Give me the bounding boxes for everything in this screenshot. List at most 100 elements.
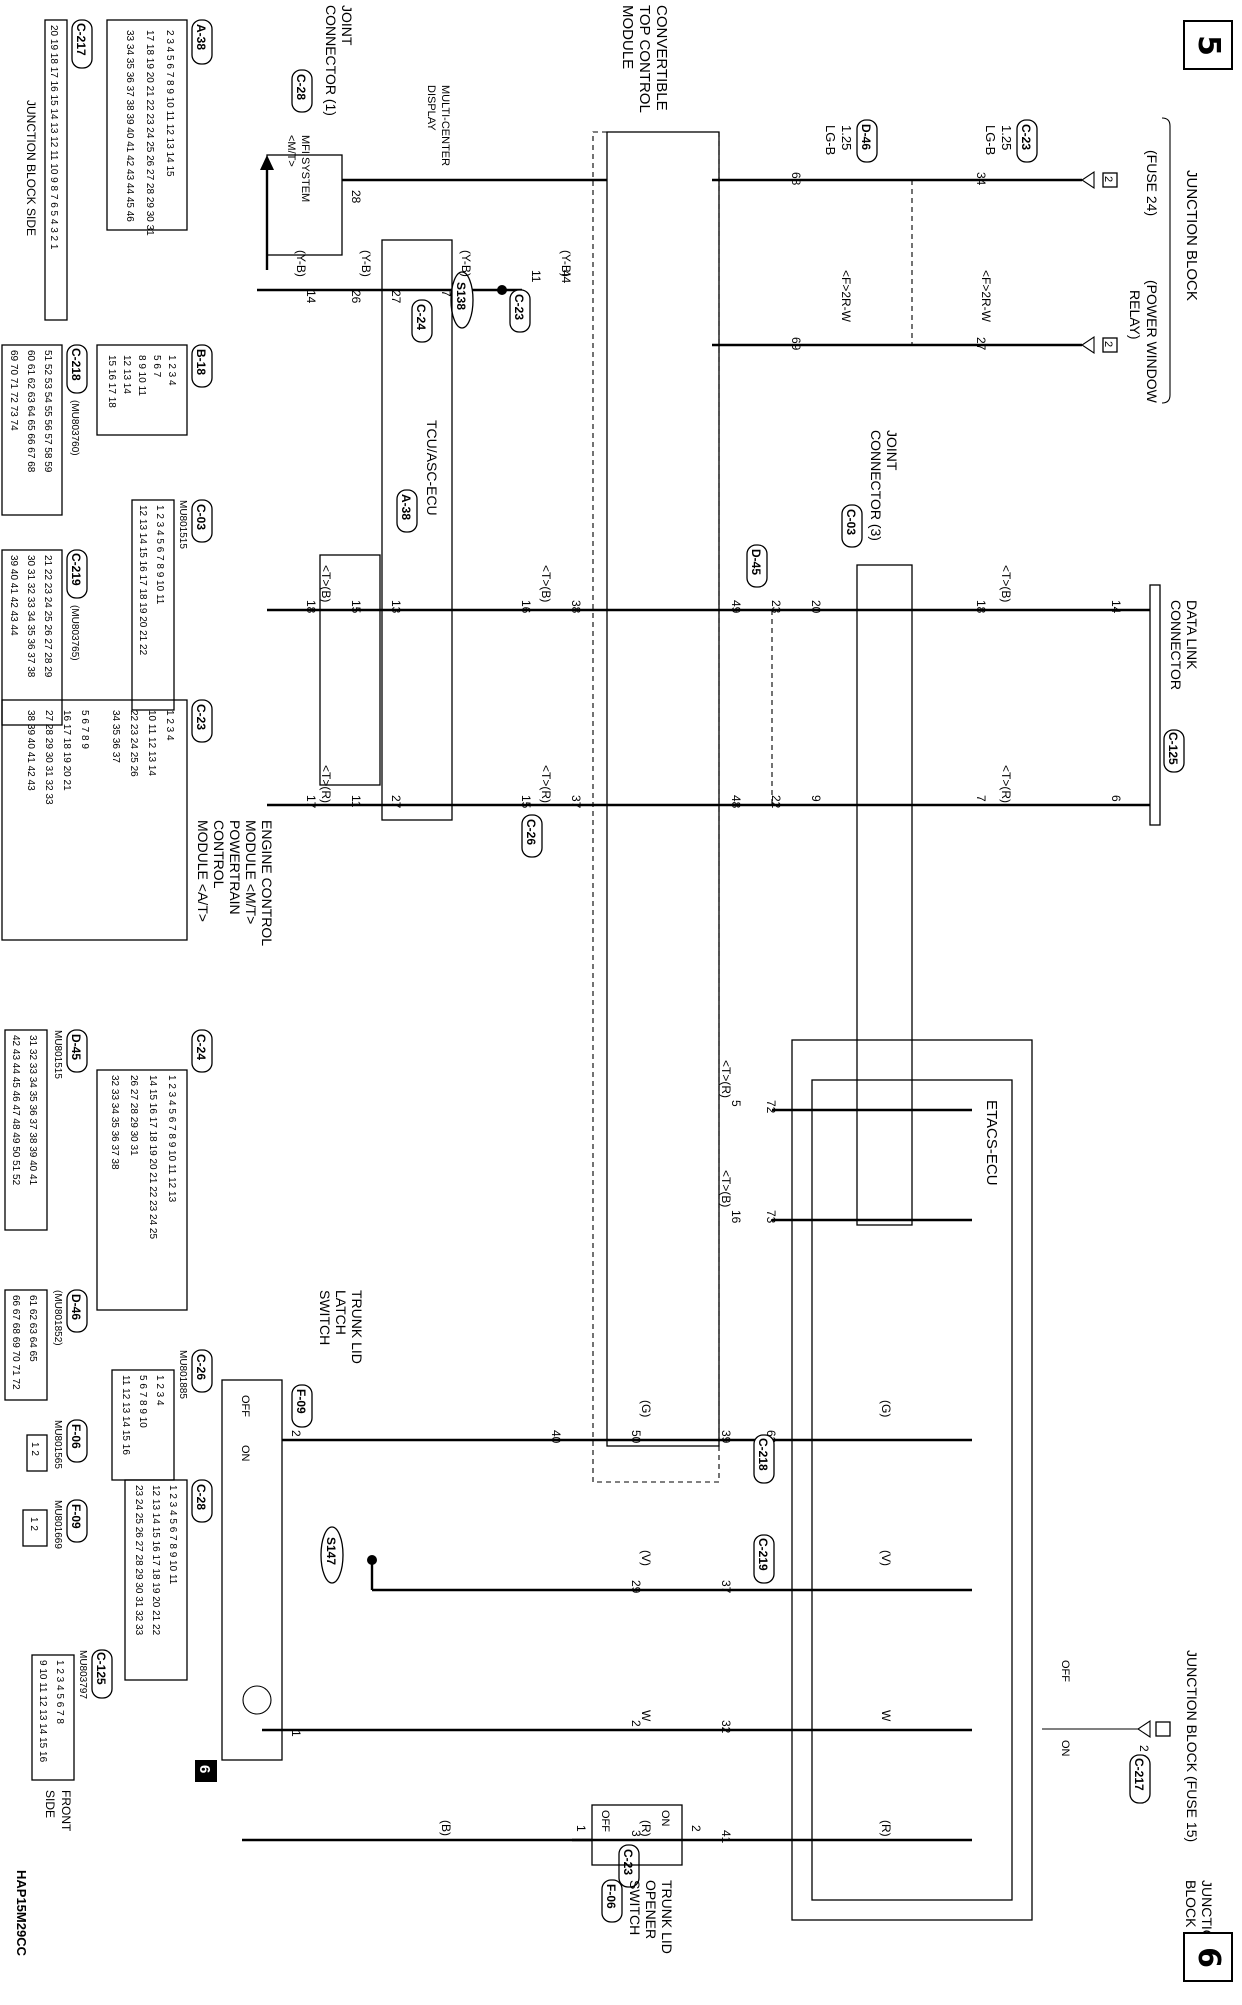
c219-row-2: 30 31 32 33 34 35 36 37 38 bbox=[25, 555, 36, 678]
b18-row-5: 15 16 17 18 bbox=[106, 355, 117, 408]
fuse-box-left bbox=[1102, 172, 1118, 188]
splice-s138 bbox=[450, 271, 474, 329]
c23-row-3: 22 23 24 25 26 bbox=[128, 710, 139, 777]
wire-tr-a: <T>(R) bbox=[999, 765, 1013, 803]
label-junction-block-top: JUNCTION BLOCK bbox=[1183, 170, 1200, 301]
label-joint-connector-2: CONNECTOR (1) bbox=[323, 5, 339, 116]
pin-7b: 7 bbox=[974, 795, 988, 802]
label-multi-center-2: DISPLAY bbox=[425, 85, 437, 131]
pin-1b: 1 bbox=[574, 1825, 588, 1832]
c24-pinout bbox=[96, 1069, 188, 1311]
pin-32: 32 bbox=[719, 1720, 733, 1734]
c28-table-text: C-28 bbox=[194, 1484, 208, 1510]
c125-pinout bbox=[31, 1654, 75, 1781]
f09-pinout bbox=[22, 1509, 48, 1547]
c125-row-1: 1 2 3 4 5 6 7 8 bbox=[54, 1660, 65, 1724]
c218-text: C-218 bbox=[756, 1438, 770, 1471]
pin-18: 18 bbox=[974, 600, 988, 614]
connector-c219 bbox=[753, 1534, 775, 1584]
pin-16b: 16 bbox=[729, 1210, 743, 1224]
mfi-arrow bbox=[260, 155, 274, 170]
connector-d45-table bbox=[66, 1029, 88, 1073]
section-marker-box bbox=[195, 1760, 217, 1782]
c28-text: C-28 bbox=[294, 74, 308, 100]
wire-g-b: (G) bbox=[639, 1400, 653, 1417]
label-joint-connector-1: JOINT bbox=[339, 5, 355, 46]
c219-pinout bbox=[1, 549, 63, 726]
pin-22: 22 bbox=[769, 795, 783, 809]
label-jb-fuse15: JUNCTION BLOCK (FUSE 15) bbox=[1184, 1650, 1200, 1842]
connector-c218-table bbox=[66, 344, 88, 394]
c218-row-2: 60 61 62 63 64 65 66 67 68 bbox=[25, 350, 36, 473]
pin-72: 72 bbox=[764, 1100, 778, 1114]
connector-c24 bbox=[411, 299, 433, 343]
d45-text: D-45 bbox=[749, 549, 763, 575]
fuse-right-pin: 2 bbox=[1102, 341, 1114, 347]
wire-r-b: (R) bbox=[639, 1820, 653, 1837]
c23-row-2: 10 11 12 13 14 bbox=[146, 710, 157, 776]
c24-row-3: 26 27 28 29 30 31 bbox=[128, 1075, 139, 1156]
connector-b18-table bbox=[191, 344, 213, 388]
label-jc3-1: JOINT bbox=[884, 430, 900, 471]
connector-c23-bottom bbox=[618, 1844, 640, 1888]
junction-dot-s147 bbox=[367, 1555, 377, 1565]
pin-14b: 14 bbox=[1109, 600, 1123, 614]
pin-73: 73 bbox=[764, 1210, 778, 1224]
fuse15-arrow bbox=[1137, 1719, 1151, 1739]
f09-part-number: MU801669 bbox=[52, 1500, 63, 1549]
section-marker-text: 6 bbox=[196, 1765, 213, 1773]
label-jb-side-2: BLOCK bbox=[1183, 1880, 1199, 1928]
trunk-motor-icon bbox=[242, 1685, 272, 1715]
c217-table-text: C-217 bbox=[74, 23, 88, 56]
wire-tr-b: <T>(R) bbox=[539, 765, 553, 803]
wire-tb-c: <T>(B) bbox=[319, 565, 333, 602]
fuse15-box bbox=[1155, 1721, 1171, 1737]
c125-top-text: C-125 bbox=[1166, 732, 1180, 765]
connector-c26 bbox=[521, 814, 543, 858]
wire-tb-d: <T>(B) bbox=[719, 1170, 733, 1207]
label-data-link-2: CONNECTOR bbox=[1168, 600, 1184, 690]
wire-r-a: (R) bbox=[879, 1820, 893, 1837]
connector-c03-table bbox=[191, 499, 213, 543]
f09-row-1: 1 2 bbox=[28, 1517, 39, 1531]
fuse-left-arrow bbox=[1081, 170, 1095, 190]
label-pw-relay-2: RELAY) bbox=[1127, 290, 1143, 340]
pin-2: 2 bbox=[289, 1430, 303, 1437]
pin-11b: 11 bbox=[349, 795, 363, 808]
label-trunk-opener-3: SWITCH bbox=[627, 1880, 643, 1935]
convertible-module-dashed-outline bbox=[592, 131, 720, 1483]
pin-37: 37 bbox=[569, 795, 583, 809]
c219-table-text: C-219 bbox=[69, 553, 83, 586]
c23-row-4: 34 35 36 37 bbox=[110, 710, 121, 763]
pin-3: 3 bbox=[629, 1830, 643, 1837]
label-engine-5: MODULE <A/T> bbox=[195, 820, 211, 922]
d45-pinout bbox=[4, 1029, 48, 1231]
connector-a38-table bbox=[191, 19, 213, 65]
c24-row-1: 1 2 3 4 5 6 7 8 9 10 11 12 13 bbox=[166, 1075, 177, 1203]
connector-c24-table bbox=[191, 1029, 213, 1073]
connector-c23-table bbox=[191, 699, 213, 743]
c28-row-3: 23 24 25 26 27 28 29 30 31 32 33 bbox=[133, 1485, 144, 1636]
c23-table-text: C-23 bbox=[194, 704, 208, 730]
c218-row-3: 69 70 71 72 73 74 bbox=[8, 350, 19, 431]
label-convertible-1: CONVERTIBLE bbox=[653, 5, 670, 111]
f06-part-number: MU801565 bbox=[52, 1420, 63, 1469]
d46-row-1: 61 62 63 64 65 bbox=[27, 1295, 38, 1362]
label-mfi-2: <M/T> bbox=[285, 135, 297, 167]
connector-f09 bbox=[291, 1384, 313, 1428]
f09-table-text: F-09 bbox=[69, 1504, 83, 1529]
a38-row-2: 17 18 19 20 21 22 23 24 25 26 27 28 29 3… bbox=[144, 30, 155, 236]
wire-yb-c: (Y-B) bbox=[359, 250, 373, 277]
opener-on-label: ON bbox=[659, 1810, 671, 1827]
fuse-right-arrow bbox=[1081, 335, 1095, 355]
pin-44: 44 bbox=[559, 270, 573, 284]
pin-18b: 18 bbox=[304, 600, 318, 614]
f06-table-text: F-06 bbox=[69, 1424, 83, 1449]
connector-f09-table bbox=[66, 1499, 88, 1543]
pin-37b: 37 bbox=[719, 1580, 733, 1594]
c219-text: C-219 bbox=[756, 1538, 770, 1571]
label-jc3-2: CONNECTOR (3) bbox=[868, 430, 884, 541]
pw-wire-spec-2: <F>2R-W bbox=[839, 270, 853, 323]
c28-pinout bbox=[124, 1479, 188, 1681]
